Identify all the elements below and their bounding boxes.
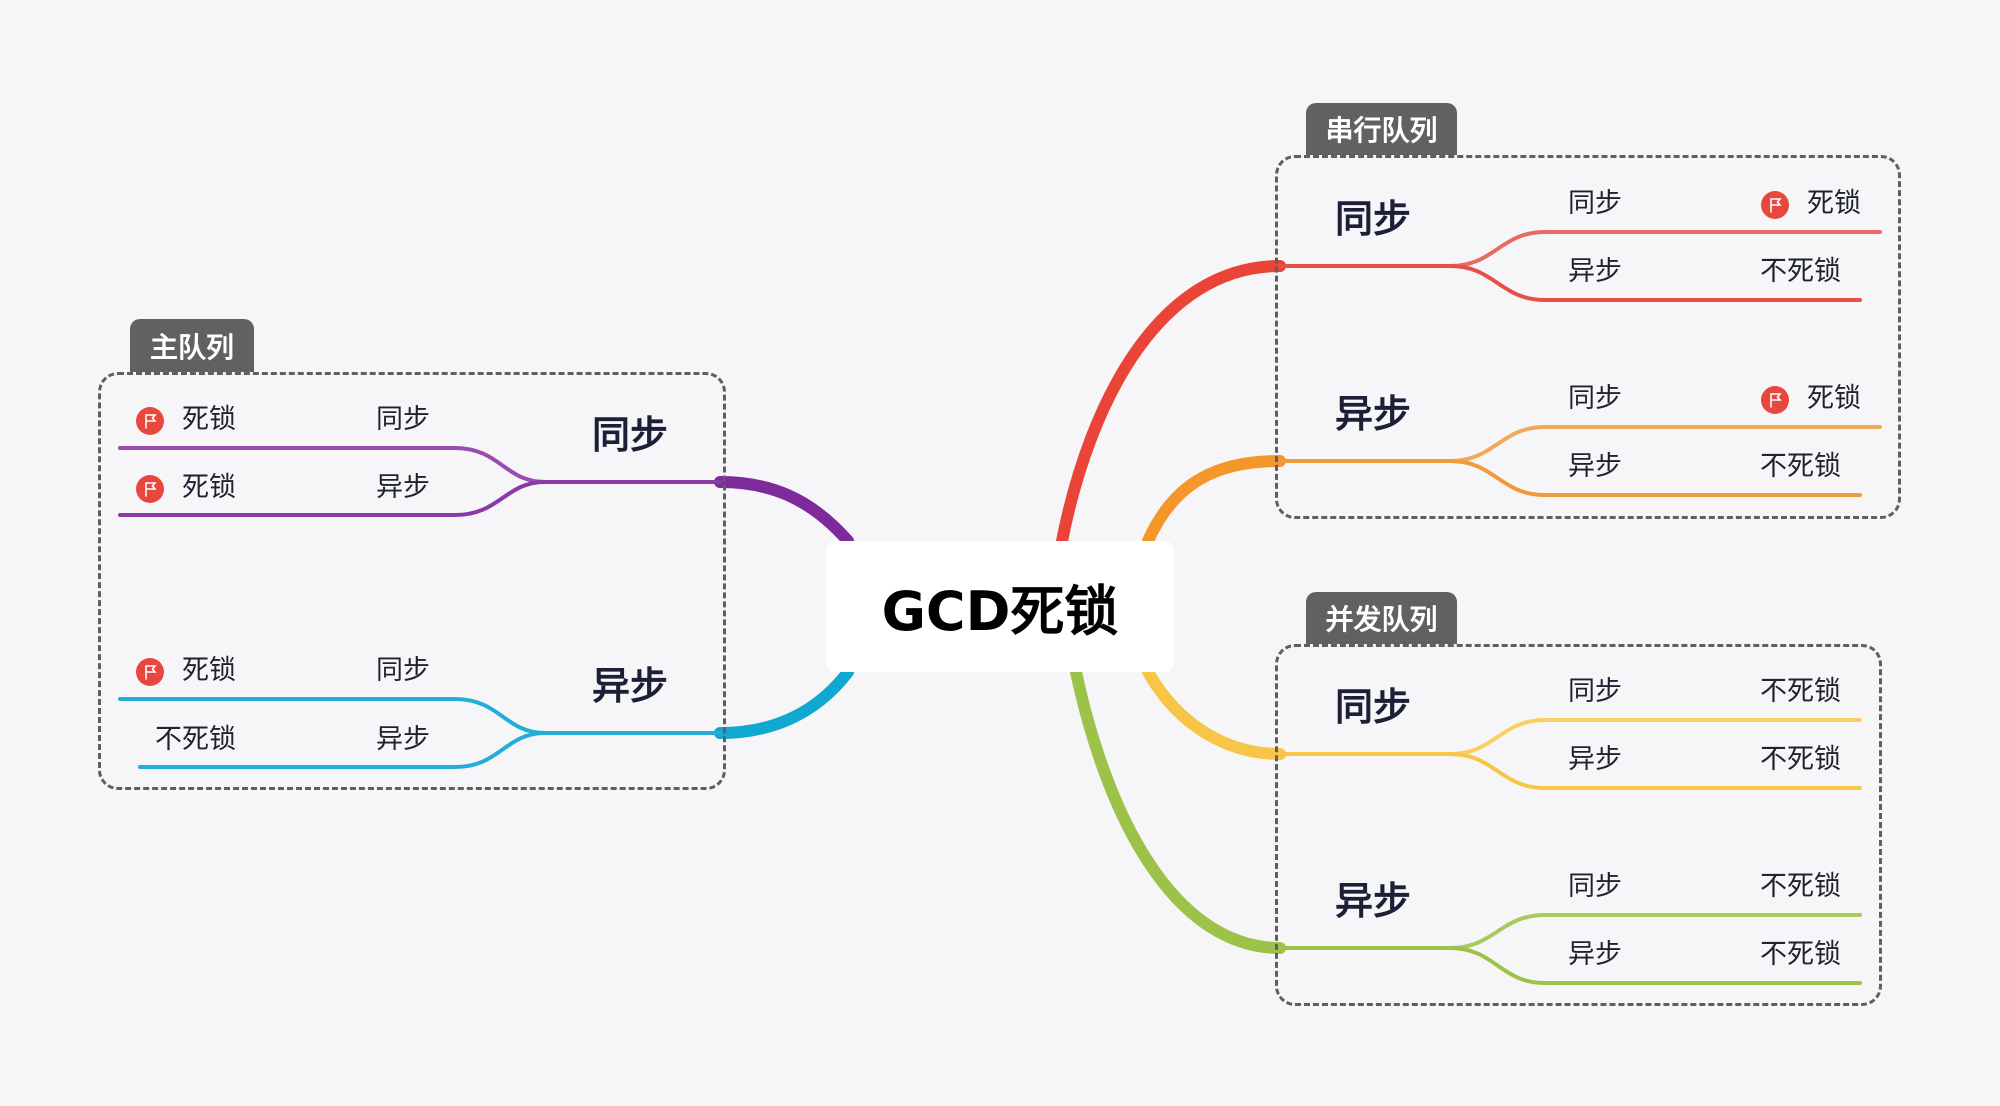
concurrent-async-child-1-result[interactable]: 不死锁 <box>1760 871 1841 902</box>
flag-icon <box>136 475 164 503</box>
line-concurrent-async-a <box>1448 913 1862 950</box>
line-main-sync-b <box>118 480 547 517</box>
connector-serial-async <box>1142 455 1286 547</box>
main-async-child-2[interactable]: 异步 <box>376 724 430 755</box>
concurrent-sync-child-2[interactable]: 异步 <box>1568 744 1622 775</box>
flag-icon <box>136 407 164 435</box>
concurrent-sync-child-1[interactable]: 同步 <box>1568 676 1622 707</box>
line-concurrent-async-b <box>1448 946 1862 985</box>
connector-concurrent-sync <box>1142 666 1286 760</box>
serial-async-child-2[interactable]: 异步 <box>1568 451 1622 482</box>
central-topic[interactable]: GCD死锁 <box>826 541 1174 672</box>
group-tag-main-queue: 主队列 <box>130 319 254 372</box>
line-serial-async-a <box>1448 425 1882 463</box>
flag-icon <box>136 658 164 686</box>
serial-sync-child-1[interactable]: 同步 <box>1568 188 1622 219</box>
serial-async-child-2-result[interactable]: 不死锁 <box>1760 451 1841 482</box>
line-concurrent-sync-b <box>1448 752 1862 790</box>
line-serial-sync-a <box>1448 230 1882 268</box>
line-serial-sync-b <box>1448 264 1862 302</box>
main-async-child-2-result[interactable]: 不死锁 <box>155 724 236 755</box>
serial-async-child-1[interactable]: 同步 <box>1568 383 1622 414</box>
connector-concurrent-async <box>1070 666 1286 954</box>
group-box-main-queue <box>98 372 726 790</box>
concurrent-async-branch[interactable]: 异步 <box>1335 879 1412 923</box>
group-box-concurrent-queue <box>1275 644 1882 1006</box>
line-main-async-a <box>118 697 547 735</box>
line-serial-async-b <box>1448 459 1862 497</box>
flag-icon <box>1761 386 1789 414</box>
main-sync-child-2[interactable]: 异步 <box>376 472 430 503</box>
main-async-child-1-result[interactable]: 死锁 <box>182 655 236 686</box>
concurrent-sync-child-1-result[interactable]: 不死锁 <box>1760 676 1841 707</box>
serial-sync-child-2-result[interactable]: 不死锁 <box>1760 256 1841 287</box>
main-async-branch[interactable]: 异步 <box>592 664 669 708</box>
concurrent-sync-branch[interactable]: 同步 <box>1335 685 1412 729</box>
serial-sync-child-2[interactable]: 异步 <box>1568 256 1622 287</box>
serial-async-branch[interactable]: 异步 <box>1335 392 1412 436</box>
group-tag-concurrent-queue: 并发队列 <box>1306 592 1457 644</box>
line-main-sync-a <box>118 446 547 484</box>
main-sync-branch[interactable]: 同步 <box>592 413 669 457</box>
concurrent-sync-child-2-result[interactable]: 不死锁 <box>1760 744 1841 775</box>
main-sync-child-1[interactable]: 同步 <box>376 404 430 435</box>
concurrent-async-child-1[interactable]: 同步 <box>1568 871 1622 902</box>
serial-async-child-1-result[interactable]: 死锁 <box>1807 383 1861 414</box>
line-concurrent-sync-a <box>1448 718 1862 756</box>
connector-main-sync <box>714 476 854 547</box>
connector-serial-sync <box>1056 260 1286 547</box>
main-sync-child-1-result[interactable]: 死锁 <box>182 404 236 435</box>
line-main-async-b <box>138 731 547 769</box>
connector-main-async <box>714 666 854 739</box>
serial-sync-branch[interactable]: 同步 <box>1335 197 1412 241</box>
main-async-child-1[interactable]: 同步 <box>376 655 430 686</box>
central-topic-title: GCD死锁 <box>881 580 1119 643</box>
flag-icon <box>1761 191 1789 219</box>
group-box-serial-queue <box>1275 155 1901 519</box>
concurrent-async-child-2-result[interactable]: 不死锁 <box>1760 939 1841 970</box>
group-tag-serial-queue: 串行队列 <box>1306 103 1457 155</box>
main-sync-child-2-result[interactable]: 死锁 <box>182 472 236 503</box>
concurrent-async-child-2[interactable]: 异步 <box>1568 939 1622 970</box>
serial-sync-child-1-result[interactable]: 死锁 <box>1807 188 1861 219</box>
